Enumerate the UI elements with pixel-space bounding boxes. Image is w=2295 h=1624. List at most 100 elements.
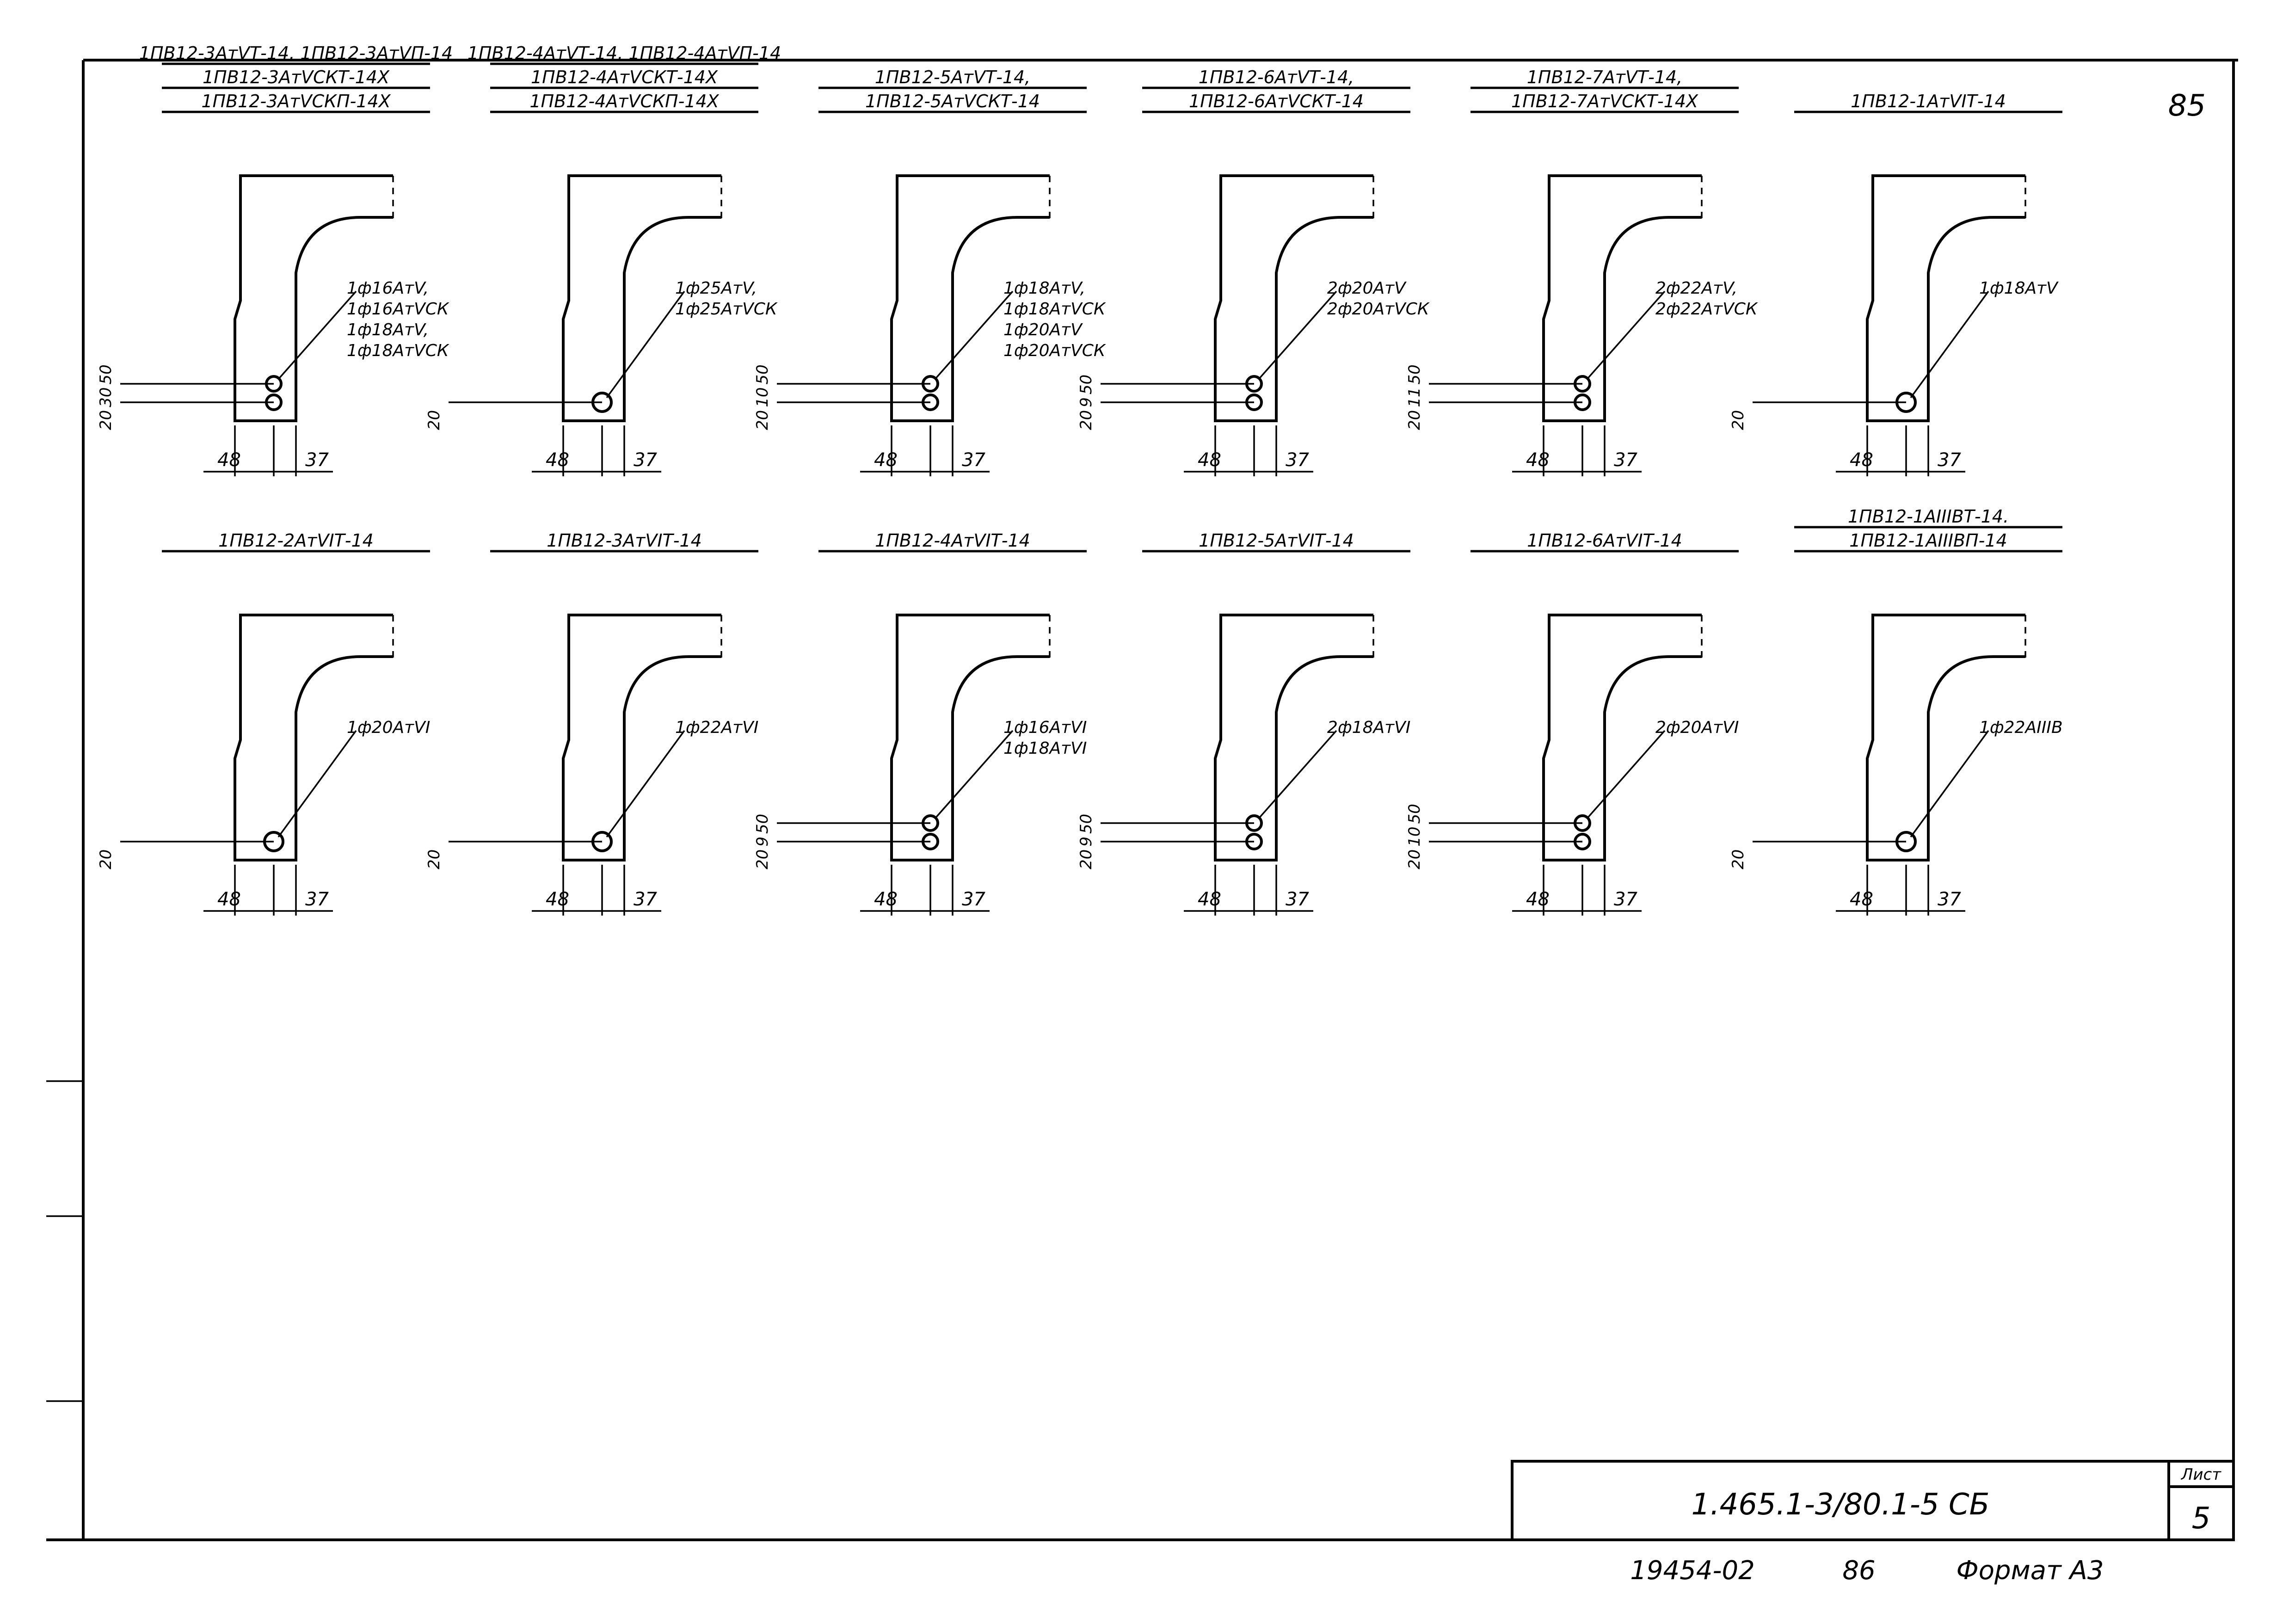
bottom-dimension-37: 37: [1938, 889, 1961, 910]
beam-section: 1ПВ12-4АтVТ-14, 1ПВ12-4АтVП-14 1ПВ12-4АтV…: [425, 43, 781, 476]
archive-stamp: 19454-02: [1630, 1556, 1755, 1586]
beam-outline: [1542, 614, 1702, 861]
footer: 19454-02 86 Формат А3: [1630, 1556, 2104, 1586]
section-title-line: 1ПВ12-4АтVТ-14, 1ПВ12-4АтVП-14: [468, 43, 781, 63]
section-title-line: 1ПВ12-3АтVСКТ-14Х: [203, 67, 390, 87]
section-title-line: 1ПВ12-6АтVIТ-14: [1527, 530, 1682, 551]
sheet-number: 5: [2192, 1501, 2211, 1536]
beam-outline: [562, 614, 721, 861]
section-title-line: 1ПВ12-7АтVТ-14,: [1527, 67, 1683, 87]
beam-outline: [562, 174, 721, 422]
footer-page: 86: [1842, 1556, 1875, 1586]
left-dimension-value: 9: [1077, 837, 1095, 847]
bottom-dimension-37: 37: [962, 449, 985, 471]
rebar-label: 1ф20АтV: [1003, 320, 1083, 339]
section-title-line: 1ПВ12-2АтVIТ-14: [218, 530, 374, 551]
leader-line: [606, 730, 685, 838]
section-title-line: 1ПВ12-4АтVСКТ-14Х: [531, 67, 718, 87]
beam-outline: [1214, 174, 1373, 422]
rebar-label: 1ф18АтVСК: [347, 341, 449, 360]
leader-line: [1258, 290, 1337, 380]
leader-line: [1586, 290, 1666, 380]
section-title-line: 1ПВ12-5АтVIТ-14: [1199, 530, 1354, 551]
left-dimension-value: 50: [1077, 375, 1095, 394]
left-dimension-value: 20: [753, 410, 772, 430]
left-dimensions: 20 9 50: [1077, 814, 1095, 869]
rebar-label: 1ф16АтV,: [347, 279, 429, 298]
left-dimension-value: 20: [425, 849, 443, 869]
section-title-line: 1ПВ12-1АIIIВТ-14.: [1848, 506, 2009, 527]
bottom-dimension-48: 48: [1198, 449, 1221, 471]
beam-section: 1ПВ12-5АтVТ-14,1ПВ12-5АтVСКТ-141ф18АтV,1…: [753, 67, 1106, 476]
section-title-line: 1ПВ12-5АтVТ-14,: [875, 67, 1031, 87]
section-title-line: 1ПВ12-1АIIIВП-14: [1849, 530, 2007, 551]
section-title-line: 1ПВ12-3АтVСКП-14Х: [201, 91, 391, 111]
left-dimensions: 20: [1729, 410, 1747, 430]
bottom-dimension-37: 37: [1614, 449, 1637, 471]
rebar-label: 1ф16АтVI: [1003, 718, 1087, 737]
rebar-label: 1ф18АтVСК: [1003, 300, 1106, 319]
rebar-label: 1ф18АтV,: [1003, 279, 1085, 298]
beam-section: 1ПВ12-3АтVТ-14, 1ПВ12-3АтVП-141ПВ12-3АтV…: [97, 43, 453, 476]
beam-section: 1ПВ12-7АтVТ-14,1ПВ12-7АтVСКТ-14Х2ф22АтV,…: [1405, 67, 1758, 476]
beam-outline: [890, 174, 1050, 422]
bottom-dimension-48: 48: [217, 889, 241, 910]
bottom-dimension-37: 37: [1938, 449, 1961, 471]
section-title-line: 1ПВ12-4АтVСКП-14Х: [529, 91, 719, 111]
bottom-dimension-48: 48: [1526, 449, 1550, 471]
beam-outline: [234, 174, 393, 422]
left-dimension-value: 20: [1405, 410, 1424, 430]
beam-section: 1ПВ12-6АтVТ-14,1ПВ12-6АтVСКТ-142ф20АтV2ф…: [1077, 67, 1430, 476]
rebar-label: 1ф20АтVI: [347, 718, 430, 737]
left-dimensions: 20: [425, 410, 443, 430]
bottom-dimension-37: 37: [1614, 889, 1637, 910]
rebar-label: 1ф25АтVСК: [675, 300, 778, 319]
rebar-label: 2ф18АтVI: [1327, 718, 1410, 737]
bottom-dimension-37: 37: [305, 449, 329, 471]
left-dimension-value: 50: [1405, 364, 1424, 384]
bottom-dimension-37: 37: [634, 449, 657, 471]
rebar-label: 2ф20АтV: [1327, 279, 1407, 298]
left-dimension-value: 50: [1405, 804, 1424, 824]
bottom-dimension-37: 37: [962, 889, 985, 910]
left-dimension-value: 50: [753, 814, 772, 834]
left-dimension-value: 9: [1077, 397, 1095, 407]
leader-line: [1258, 730, 1337, 819]
rebar-label: 1ф18АтV: [1979, 279, 2059, 298]
left-dimension-value: 10: [753, 387, 772, 407]
bottom-dimension-37: 37: [1286, 449, 1309, 471]
section-title-line: 1ПВ12-7АтVСКТ-14Х: [1511, 91, 1698, 111]
rebar-label: 1ф20АтVСК: [1003, 341, 1106, 360]
left-dimension-value: 20: [1077, 849, 1095, 869]
section-title-line: 1ПВ12-4АтVIТ-14: [875, 530, 1030, 551]
bottom-dimension-48: 48: [1526, 889, 1550, 910]
left-dimension-value: 10: [1405, 826, 1424, 846]
leader-line: [934, 290, 1014, 380]
bottom-dimension-37: 37: [305, 889, 329, 910]
left-dimension-value: 9: [753, 837, 772, 847]
rebar-label: 2ф20АтVI: [1655, 718, 1739, 737]
left-dimensions: 20950: [1077, 375, 1095, 430]
left-dimension-value: 20: [1729, 849, 1747, 869]
beam-outline: [1866, 614, 2025, 861]
beam-outline: [1214, 614, 1373, 861]
bottom-dimension-37: 37: [634, 889, 657, 910]
beam-outline: [1866, 174, 2025, 422]
left-dimensions: 201050: [753, 364, 772, 430]
rebar-label: 1ф25АтV,: [675, 279, 757, 298]
left-dimension-value: 30: [97, 387, 115, 407]
left-dimension-value: 20: [97, 410, 115, 430]
page-number: 85: [2168, 89, 2206, 123]
bottom-dimension-37: 37: [1286, 889, 1309, 910]
bottom-dimension-48: 48: [546, 889, 569, 910]
rebar-label: 2ф20АтVСК: [1327, 300, 1430, 319]
left-dimensions: 20: [1729, 849, 1747, 869]
left-dimension-value: 50: [1077, 814, 1095, 834]
beam-section: 1ПВ12-1АIIIВТ-14.1ПВ12-1АIIIВП-141ф22АII…: [1729, 506, 2063, 916]
